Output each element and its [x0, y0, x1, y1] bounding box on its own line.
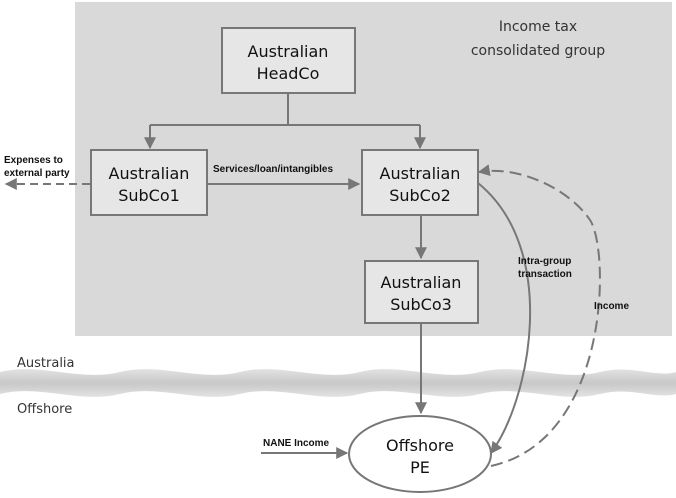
- subco1-line1: Australian: [109, 164, 190, 183]
- income-label: Income: [594, 301, 629, 312]
- headco-line1: Australian: [248, 42, 329, 61]
- expenses-label-line2: external party: [4, 168, 70, 179]
- group-title-line2: consolidated group: [471, 43, 605, 59]
- nane-income-label: NANE Income: [263, 438, 330, 449]
- region-offshore: Offshore: [17, 402, 72, 417]
- services-label: Services/loan/intangibles: [213, 164, 333, 175]
- subco3-line2: SubCo3: [390, 295, 452, 314]
- subco2-box: Australian SubCo2: [361, 149, 479, 216]
- headco-box: Australian HeadCo: [221, 27, 356, 94]
- group-title-line1: Income tax: [499, 19, 577, 35]
- subco3-box: Australian SubCo3: [364, 260, 479, 324]
- subco1-line2: SubCo1: [118, 186, 180, 205]
- offshore-pe-line2: PE: [410, 458, 430, 477]
- subco1-box: Australian SubCo1: [90, 149, 208, 216]
- expenses-label-line1: Expenses to: [4, 155, 63, 166]
- income-arrow: [477, 164, 601, 467]
- region-australia: Australia: [17, 356, 75, 371]
- intra-group-label-line1: Intra-group: [518, 256, 571, 267]
- subco2-line2: SubCo2: [389, 186, 451, 205]
- subco3-line1: Australian: [381, 273, 462, 292]
- headco-line2: HeadCo: [257, 64, 320, 83]
- intra-group-label-line2: transaction: [518, 269, 572, 280]
- headco-connectors: [144, 93, 426, 150]
- offshore-pe-line1: Offshore: [386, 436, 454, 455]
- offshore-pe-ellipse: Offshore PE: [348, 415, 492, 493]
- subco2-line1: Australian: [380, 164, 461, 183]
- border-wave: [0, 369, 676, 397]
- intra-group-arrow: [477, 182, 532, 454]
